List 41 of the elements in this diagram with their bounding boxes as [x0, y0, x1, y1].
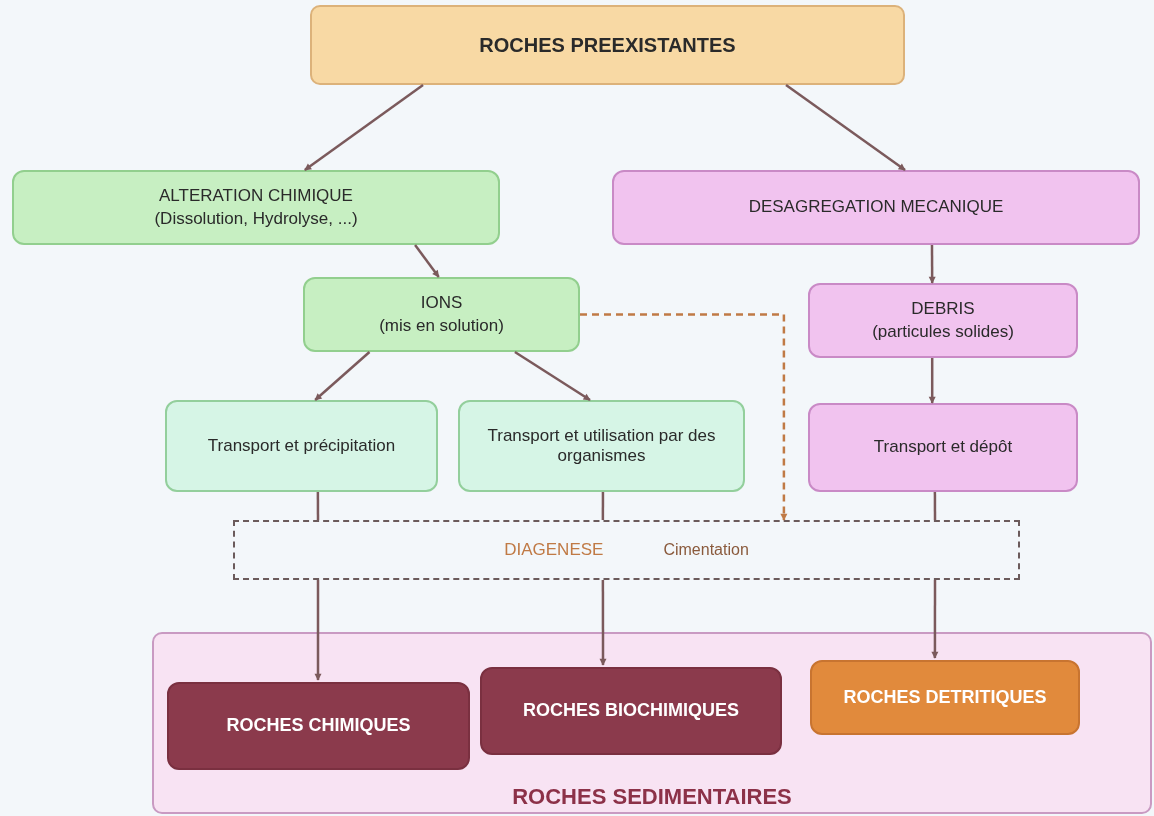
arrow: [928, 358, 936, 404]
node-label: ROCHES PREEXISTANTES: [479, 33, 736, 57]
process-box: [808, 403, 1078, 492]
node-subtext: (mis en solution): [379, 315, 504, 336]
arrow: [304, 84, 424, 171]
arrow: [314, 351, 371, 401]
process-box: [165, 400, 438, 492]
node-label: DESAGREGATION MECANIQUE: [748, 197, 1004, 218]
node-subtext: (Dissolution, Hydrolyse, ...): [154, 208, 358, 229]
group-title: ROCHES SEDIMENTAIRES: [512, 783, 792, 810]
process-box: [458, 400, 745, 492]
arrow: [580, 313, 788, 521]
arrow: [928, 245, 936, 284]
group-panel: [152, 632, 1152, 814]
node-label: ROCHES CHIMIQUES: [226, 715, 411, 737]
arrow: [931, 580, 939, 659]
node-label: ALTERATION CHIMIQUE: [159, 186, 353, 207]
process-box: [480, 667, 782, 755]
process-box: [310, 5, 905, 85]
node-label: IONS: [420, 293, 463, 314]
node-label: ROCHES BIOCHIMIQUES: [523, 700, 739, 722]
arrow: [414, 244, 440, 278]
arrow: [785, 84, 906, 171]
node-label: DIAGENESE: [504, 539, 604, 561]
process-box: [808, 283, 1078, 358]
process-box: [810, 660, 1080, 735]
process-box: [612, 170, 1140, 245]
process-box: [12, 170, 500, 245]
arrow: [514, 350, 591, 402]
node-label: Transport et précipitation: [207, 435, 396, 457]
arrow: [314, 580, 322, 681]
process-box: [167, 682, 470, 770]
node-subtext: (particules solides): [872, 321, 1014, 342]
node-label: Transport et dépôt: [873, 437, 1013, 458]
process-box: [303, 277, 580, 352]
arrow: [599, 580, 607, 666]
node-label: DEBRIS: [911, 299, 975, 320]
node-label: ROCHES DETRITIQUES: [843, 686, 1047, 709]
node-label: Transport et utilisation par des organismes: [486, 425, 717, 467]
dashed-process-box: [233, 520, 1020, 580]
node-subtext: Cimentation: [663, 540, 749, 560]
